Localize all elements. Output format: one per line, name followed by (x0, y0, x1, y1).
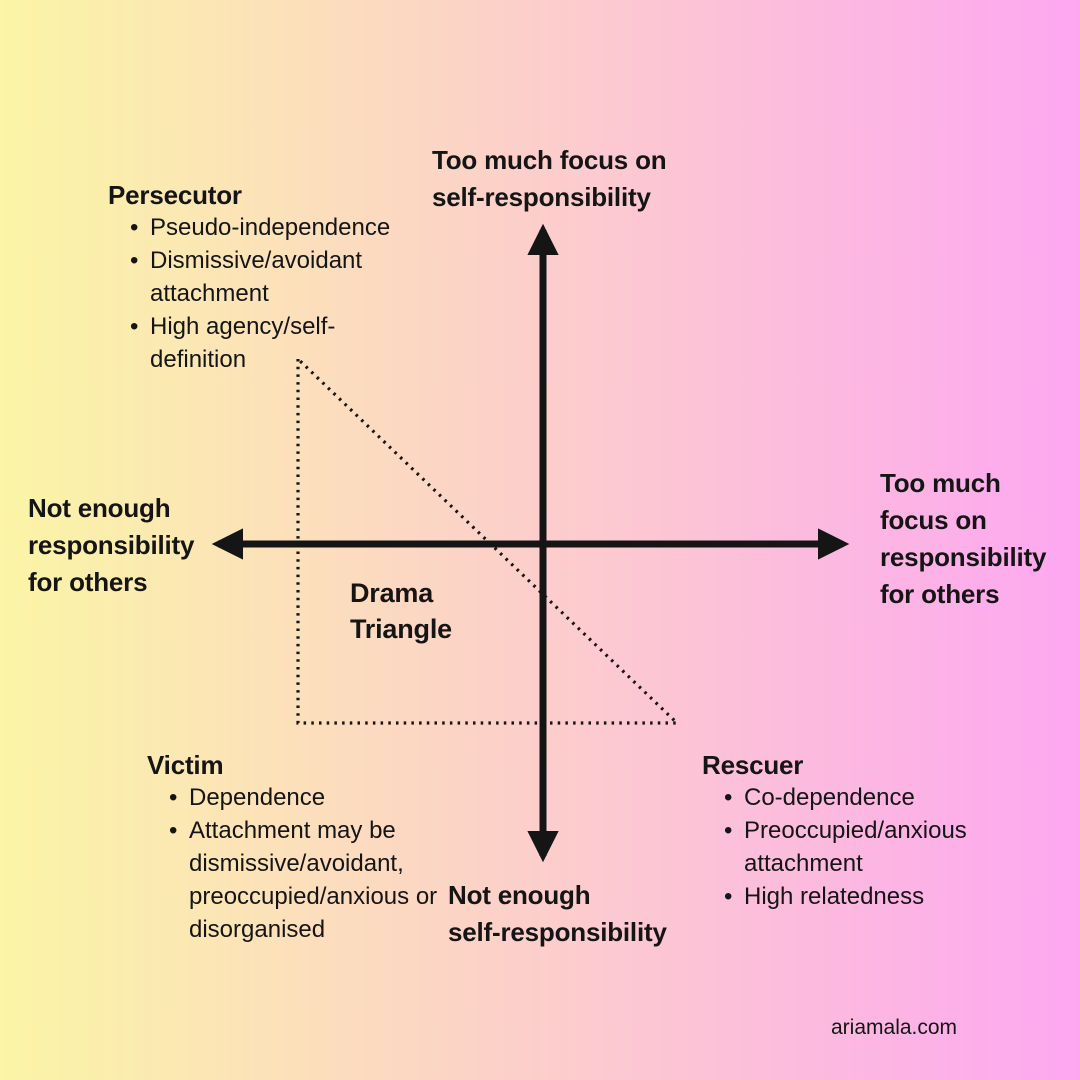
quadrant-persecutor-title: Persecutor (108, 180, 242, 210)
bullet-item: Pseudo-independence (130, 211, 390, 244)
watermark: ariamala.com (831, 1016, 958, 1039)
quadrant-rescuer-title: Rescuer (702, 750, 804, 780)
bullet-item: Preoccupied/anxious attachment (724, 814, 967, 880)
quadrant-victim: Victim Dependence Attachment may be dism… (147, 750, 437, 946)
bullet-item: High relatedness (724, 880, 967, 913)
bullet-item: Dismissive/avoidant attachment (130, 244, 390, 310)
bullet-item: Dependence (169, 781, 437, 814)
quadrant-victim-bullets: Dependence Attachment may be dismissive/… (147, 781, 437, 946)
axis-label-right: Too much focus on responsibility for oth… (880, 468, 1047, 609)
axis-label-left: Not enough responsibility for others (28, 493, 195, 597)
quadrant-persecutor: Persecutor Pseudo-independence Dismissiv… (108, 180, 390, 376)
quadrant-victim-title: Victim (147, 750, 224, 780)
bullet-item: Attachment may be dismissive/avoidant, p… (169, 814, 437, 946)
axis-label-bottom: Not enough self-responsibility (448, 880, 667, 947)
quadrant-persecutor-bullets: Pseudo-independence Dismissive/avoidant … (108, 211, 390, 376)
drama-triangle-label: Drama Triangle (350, 578, 452, 644)
quadrant-rescuer: Rescuer Co-dependence Preoccupied/anxiou… (702, 750, 967, 913)
axis-label-top: Too much focus on self-responsibility (432, 145, 667, 212)
bullet-item: High agency/self- definition (130, 310, 390, 376)
bullet-item: Co-dependence (724, 781, 967, 814)
quadrant-rescuer-bullets: Co-dependence Preoccupied/anxious attach… (702, 781, 967, 913)
